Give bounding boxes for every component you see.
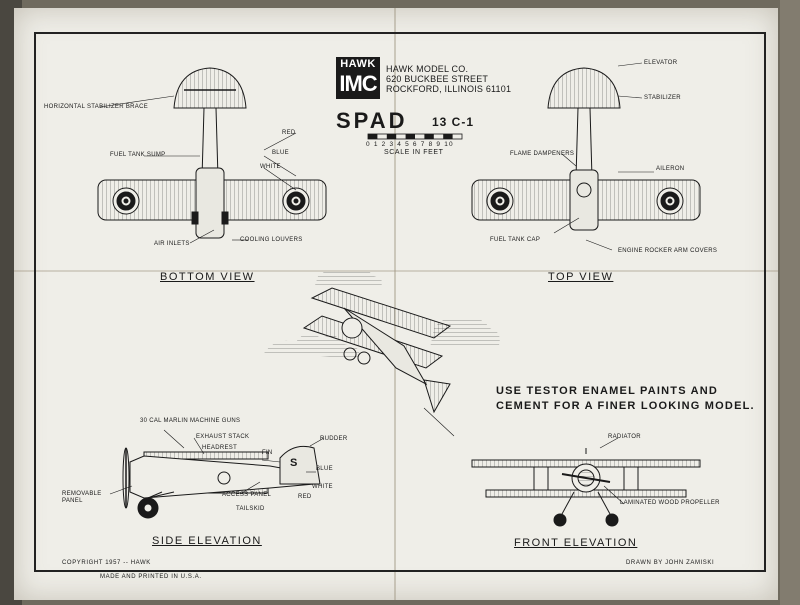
fold-crease-horizontal [14,270,778,272]
callout-machine-guns: 30 CAL MARLIN MACHINE GUNS [140,418,241,424]
callout-exhaust-stack: EXHAUST STACK [196,434,250,440]
callout-laminated-propeller: LAMINATED WOOD PROPELLER [620,500,720,506]
plan-sheet: S [14,8,778,600]
bottom-view-drawing [97,67,327,244]
callout-red: RED [282,130,296,136]
side-elevation-title: SIDE ELEVATION [152,535,262,547]
front-elevation-title: FRONT ELEVATION [514,537,638,549]
model-title: SPAD [336,108,408,133]
scale-bar-graphic [367,133,463,140]
callout-white: WHITE [260,164,281,170]
copyright-text: COPYRIGHT 1957 -- HAWK [62,560,151,566]
callout-aileron: AILERON [656,166,685,172]
logo-imc-text: IMC [339,71,377,96]
drawing-border [34,32,766,572]
bottom-view-title: BOTTOM VIEW [160,271,255,283]
callout-tailskid: TAILSKID [236,506,265,512]
paint-note-line-2: CEMENT FOR A FINER LOOKING MODEL. [496,400,755,412]
hawk-imc-logo: HAWK IMC [336,57,380,99]
made-in-usa-text: MADE AND PRINTED IN U.S.A. [100,574,202,580]
callout-engine-rocker-arm-covers: ENGINE ROCKER ARM COVERS [618,248,718,254]
callout-flame-dampeners: FLAME DAMPENERS [510,151,575,157]
callout-side-white: WHITE [312,484,333,490]
drawn-by-text: DRAWN BY JOHN ZAMISKI [626,560,715,566]
paint-note: USE TESTOR ENAMEL PAINTS AND CEMENT FOR … [496,384,755,414]
callout-air-inlets: AIR INLETS [154,241,190,247]
callout-access-panel: ACCESS PANEL [222,492,272,498]
callout-stabilizer: STABILIZER [644,95,681,101]
company-street: 620 BUCKBEE STREET [386,74,489,84]
model-subtitle: 13 C-1 [432,115,475,129]
callout-headrest: HEADREST [202,445,238,451]
paint-note-line-1: USE TESTOR ENAMEL PAINTS AND [496,385,719,397]
callout-removable-panel: REMOVABLE PANEL [62,491,102,504]
company-address: HAWK MODEL CO. 620 BUCKBEE STREET ROCKFO… [386,64,511,94]
callout-cooling-louvers: COOLING LOUVERS [240,237,303,243]
svg-text:S: S [290,457,297,469]
callout-blue: BLUE [272,150,289,156]
line-drawings: S [97,62,701,527]
callout-rudder: RUDDER [320,436,348,442]
callout-side-blue: BLUE [316,466,333,472]
scale-caption: SCALE IN FEET [384,149,444,156]
callout-fuel-tank-sump: FUEL TANK SUMP [110,152,166,158]
callout-fuel-tank-cap: FUEL TANK CAP [490,237,541,243]
callout-radiator: RADIATOR [608,434,641,440]
front-elevation-drawing [471,437,701,527]
top-view-drawing [471,62,701,251]
background-right [780,0,800,605]
fold-crease-vertical [394,8,396,600]
flying-plane-illustration [264,268,500,437]
callout-side-red: RED [298,494,312,500]
callout-horizontal-stabilizer-brace: HORIZONTAL STABILIZER BRACE [44,104,149,110]
top-view-title: TOP VIEW [548,271,614,283]
logo-hawk-text: HAWK [340,58,376,70]
side-elevation-drawing: S [109,429,325,519]
callout-elevator: ELEVATOR [644,60,678,66]
company-name: HAWK MODEL CO. [386,64,469,74]
callout-fin: FIN [262,450,273,456]
company-city: ROCKFORD, ILLINOIS 61101 [386,84,512,94]
scale-numbers: 0 1 2 3 4 5 6 7 8 9 10 [366,141,454,148]
